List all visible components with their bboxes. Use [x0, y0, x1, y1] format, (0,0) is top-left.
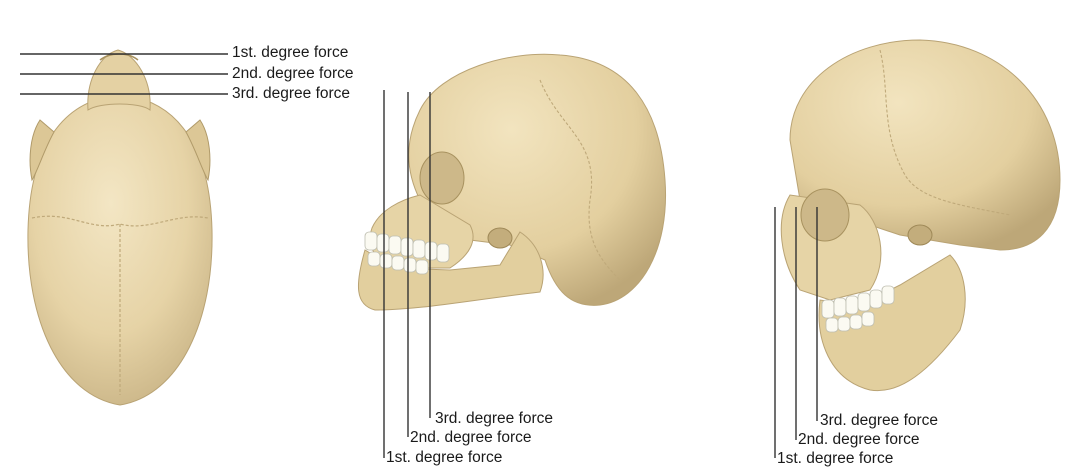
top-view-label-1st: 1st. degree force — [232, 45, 348, 61]
lateral-view-label-1st: 1st. degree force — [386, 450, 502, 466]
oblique-view-label-2nd: 2nd. degree force — [798, 432, 920, 448]
oblique-view-label-3rd: 3rd. degree force — [820, 413, 938, 429]
top-view-skull — [28, 50, 212, 405]
top-view-label-2nd: 2nd. degree force — [232, 66, 354, 82]
oblique-view-label-1st: 1st. degree force — [777, 451, 893, 467]
top-view-label-3rd: 3rd. degree force — [232, 86, 350, 102]
oblique-view-skull — [781, 40, 1060, 391]
lateral-view-label-3rd: 3rd. degree force — [435, 411, 553, 427]
lateral-view-label-2nd: 2nd. degree force — [410, 430, 532, 446]
lateral-view-skull — [358, 54, 665, 310]
